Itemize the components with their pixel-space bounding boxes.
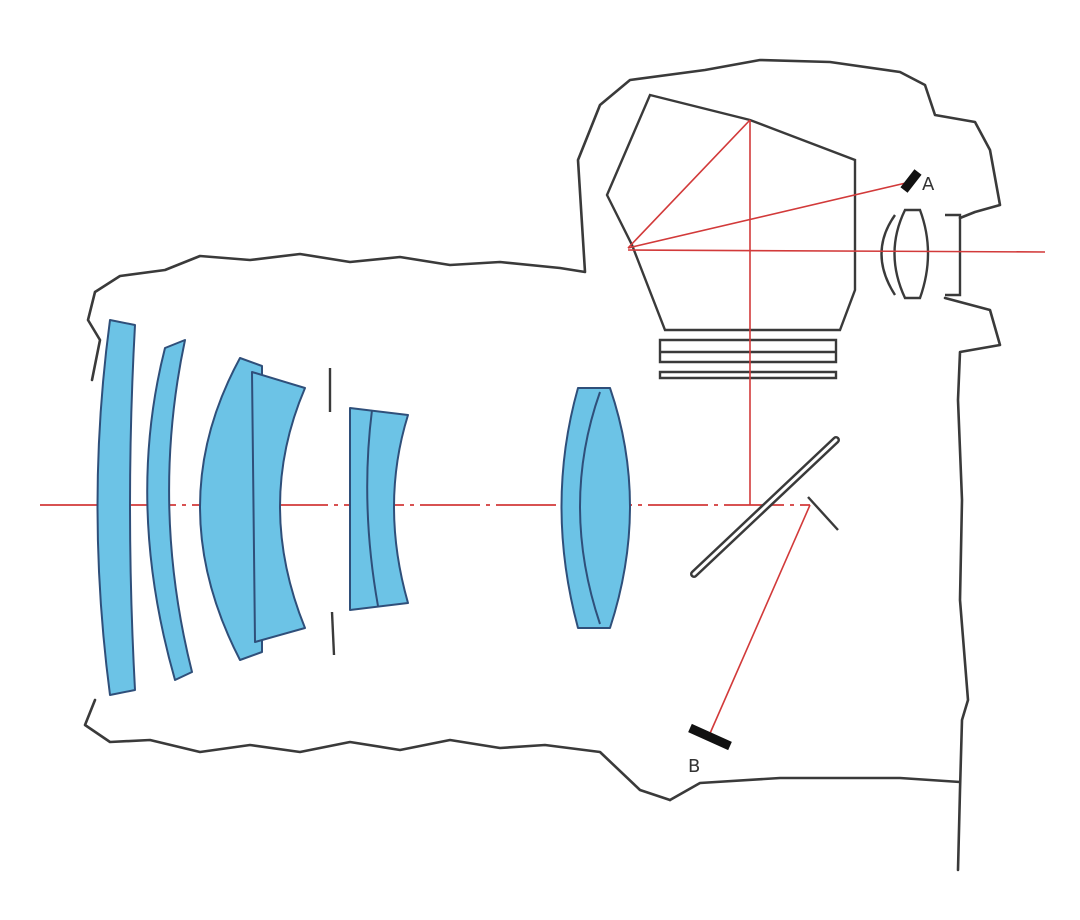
lens-element-6 [560, 387, 631, 629]
lens-element-3 [199, 357, 263, 661]
sub-mirror [807, 496, 839, 531]
lens-element-5 [349, 407, 409, 611]
sensor-b-label: B [688, 756, 700, 777]
eyepiece-lens-2 [893, 208, 930, 300]
ray-to-sensor-b [707, 504, 811, 739]
aperture-stop-bottom [330, 611, 336, 656]
reflex-mirror-surface [692, 438, 838, 576]
focusing-screen [658, 338, 838, 364]
sensor-b [688, 723, 732, 751]
sensor-a-label: A [922, 174, 935, 195]
lens-element-4 [251, 371, 306, 643]
lens-element-6-seam [579, 391, 601, 625]
pentaprism [605, 93, 857, 332]
lens-element-1 [96, 319, 136, 696]
condenser-lens [658, 370, 838, 380]
camera-body-outline [83, 58, 1002, 872]
light-rays [627, 119, 1046, 739]
sensor-a [900, 169, 922, 193]
eyepiece-window [945, 213, 962, 297]
ray-prism-horizontal [627, 249, 1046, 253]
lens-element-5-seam [366, 409, 379, 607]
eyepiece-lens-1 [880, 214, 897, 296]
lens-element-2 [146, 339, 193, 681]
ray-to-sensor-a [627, 181, 911, 249]
camera-base-outline [668, 776, 962, 802]
ray-prism-diagonal [627, 119, 751, 249]
